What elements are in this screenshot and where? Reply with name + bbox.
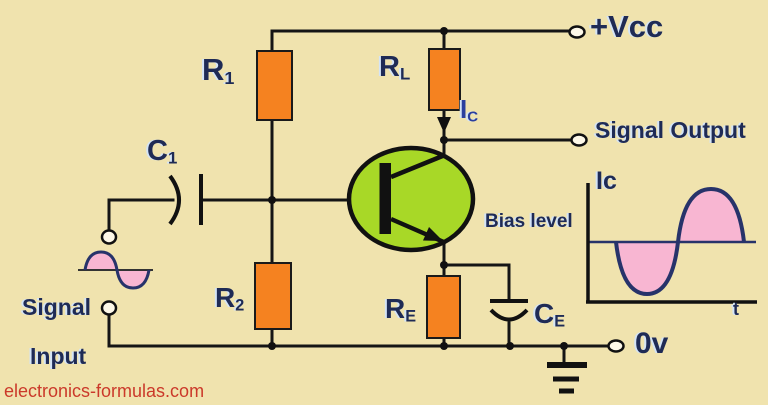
junction-dot [268,342,276,350]
label-bias-level: Bias level [485,211,573,232]
junction-dot [440,342,448,350]
collector-current-arrow [437,117,451,133]
label-vcc: +Vcc [590,9,664,44]
graph-y-axis-label: Ic [596,167,617,195]
transistor-npn [346,145,476,253]
junction-dot [440,261,448,269]
label-r1: R1 [202,52,235,88]
watermark-link[interactable]: electronics-formulas.com [4,381,205,401]
transistor-collector-lead [390,152,446,180]
transistor-body [346,145,476,253]
label-re: RE [385,293,417,326]
transistor-base-bar [379,163,391,234]
wires [107,29,611,364]
input-sine-stroke [83,250,151,290]
resistor-r1 [256,50,293,121]
label-signal-input-line1: Signal [22,294,92,320]
junction-dot [560,342,568,350]
label-c1: C1 [147,135,178,168]
label-rl: RL [379,51,411,84]
terminals [100,25,625,353]
resistor-r2 [254,262,292,330]
capacitor-ce [489,299,529,322]
vcc-terminal [568,25,586,39]
label-ic-current: IC [460,94,479,126]
label-zero-volt: 0v [635,327,669,360]
capacitor-c1 [168,174,203,226]
output-terminal [570,133,588,147]
label-ce: CE [534,298,566,331]
output-waveform-graph [586,183,757,304]
label-signal-output: Signal Output [595,117,746,143]
ground-symbol [547,362,587,394]
label-r2: R2 [215,282,245,315]
junction-dots [268,27,568,350]
input-signal-waveform [78,250,153,290]
resistors [254,48,461,339]
zero-volt-terminal [607,339,625,353]
junction-dot [440,27,448,35]
output-sine-stroke [614,186,746,297]
input-bottom-terminal [100,300,118,316]
emitter-arrow [423,227,443,241]
junction-dot [506,342,514,350]
graph-x-axis-label: t [733,299,739,319]
junction-dot [440,136,448,144]
resistor-re [426,275,461,339]
label-signal-input-line2: Input [30,343,87,369]
input-top-terminal [100,229,118,245]
ce-curved-plate [489,308,529,322]
resistor-rl [428,48,461,111]
junction-dot [268,196,276,204]
c1-curved-plate [168,174,181,226]
